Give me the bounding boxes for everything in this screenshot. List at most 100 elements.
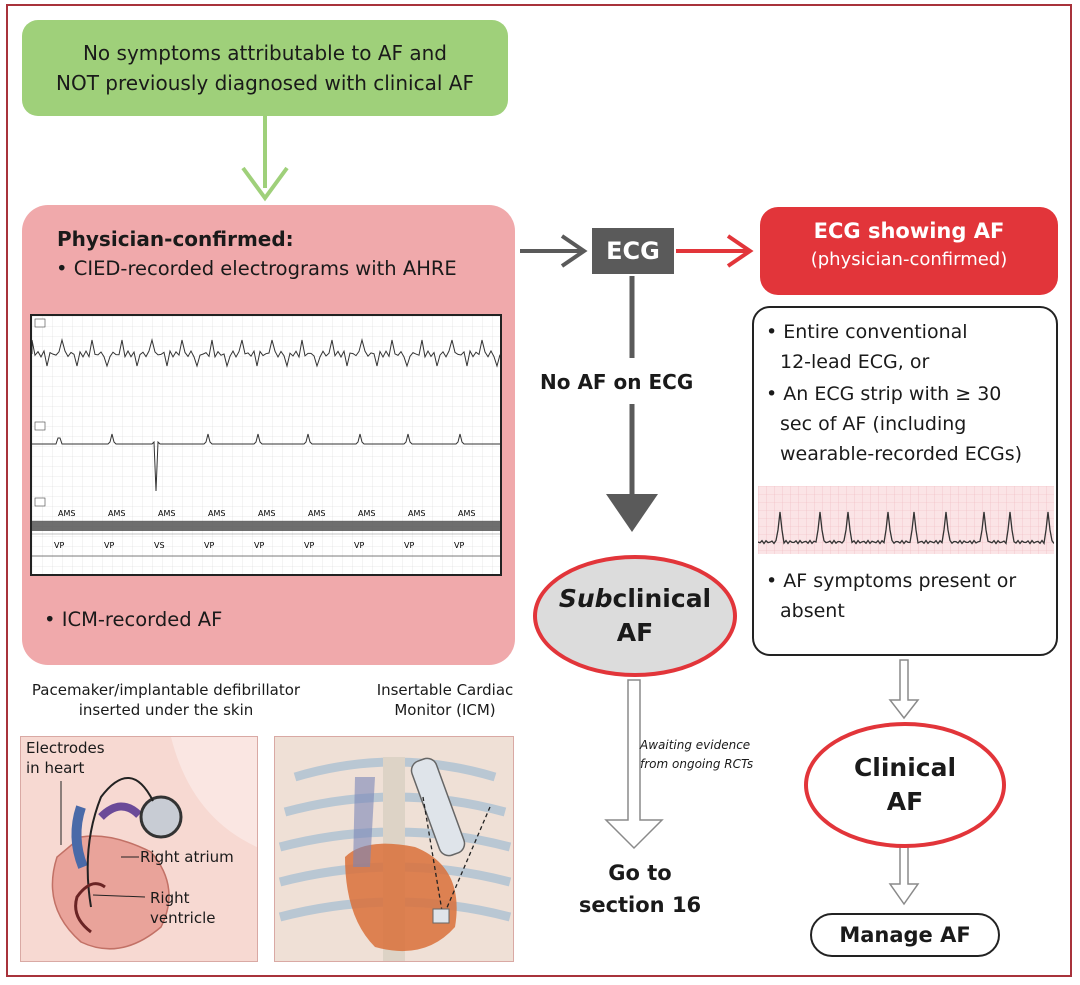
pacemaker-caption: Pacemaker/implantable defibrillator inse… xyxy=(20,680,312,720)
pacemaker-caption-line2: inserted under the skin xyxy=(78,701,254,719)
egm-event-label: VP xyxy=(404,541,414,550)
subclinical-rest: clinical xyxy=(612,584,712,613)
subclinical-line2: AF xyxy=(616,618,654,647)
pacemaker-caption-line1: Pacemaker/implantable defibrillator xyxy=(31,681,301,699)
outer-frame xyxy=(6,4,1072,977)
egm-channel-marker xyxy=(34,318,46,328)
right-ventricle-pointer xyxy=(92,894,146,898)
ecg-showing-af-title: ECG showing AF xyxy=(813,219,1005,243)
lead-wire-icon xyxy=(86,777,154,908)
right-ventricle-line1: Right xyxy=(150,889,190,907)
criteria-bullet1-line1: • Entire conventional xyxy=(766,321,968,343)
egm-marker-label: AMS xyxy=(408,509,425,518)
subclinical-line1: Subclinical xyxy=(559,582,711,616)
egm-marker-label: AMS xyxy=(458,509,475,518)
physician-confirmed-title: Physician-confirmed: xyxy=(57,227,294,251)
clinical-line1: Clinical xyxy=(853,753,957,782)
egm-event-label: VP xyxy=(204,541,214,550)
goto-line1: Go to xyxy=(608,861,672,885)
heart-icon xyxy=(345,843,457,952)
egm-event-label: VP xyxy=(454,541,464,550)
electrodes-line1: Electrodes xyxy=(26,739,105,757)
awaiting-evidence-note: Awaiting evidence from ongoing RCTs xyxy=(640,736,753,774)
criteria-bullet1-line2: 12-lead ECG, or xyxy=(780,351,930,373)
manage-af-label: Manage AF xyxy=(839,923,971,947)
egm-event-label: VP xyxy=(254,541,264,550)
vessel-icon xyxy=(98,802,142,820)
no-symptoms-line2: NOT previously diagnosed with clinical A… xyxy=(56,71,474,95)
criteria-box xyxy=(752,306,1058,656)
ecg-node: ECG xyxy=(592,228,674,274)
ecg-showing-af-box: ECG showing AF (physician-confirmed) xyxy=(760,207,1058,295)
electrodes-line2: in heart xyxy=(26,759,85,777)
icm-illustration-svg xyxy=(275,737,513,961)
right-atrium-label: Right atrium xyxy=(140,848,234,866)
subclinical-prefix: Sub xyxy=(558,584,613,613)
egm-marker-label: AMS xyxy=(58,509,75,518)
hollow-arrow-to-section xyxy=(604,679,664,850)
clinical-line2: AF xyxy=(886,787,924,816)
icm-caption-line2: Monitor (ICM) xyxy=(394,701,496,719)
clinical-af-oval: Clinical AF xyxy=(804,722,1006,848)
icm-pointer xyxy=(422,796,444,918)
cied-bullet: • CIED-recorded electrograms with AHRE xyxy=(56,257,457,280)
egm-event-label: VS xyxy=(154,541,165,550)
egm-marker-label: AMS xyxy=(108,509,125,518)
hollow-arrow-to-clinical xyxy=(888,659,920,720)
egm-channel-marker xyxy=(34,421,46,431)
icm-caption-line1: Insertable Cardiac xyxy=(376,681,514,699)
no-af-on-ecg-label: No AF on ECG xyxy=(538,370,696,394)
ventricle-icon xyxy=(74,882,106,934)
ecg-showing-af-subtitle: (physician-confirmed) xyxy=(810,249,1008,270)
no-symptoms-box: No symptoms attributable to AF and NOT p… xyxy=(22,20,508,116)
green-arrow-head xyxy=(241,166,289,202)
subclinical-af-oval: Subclinical AF xyxy=(533,555,737,677)
criteria-bullet2-line1: • An ECG strip with ≥ 30 xyxy=(766,383,1002,405)
egm-marker-label: AMS xyxy=(208,509,225,518)
awaiting-line1: Awaiting evidence xyxy=(640,738,751,752)
goto-line2: section 16 xyxy=(578,893,702,917)
criteria-bullet2-line3: wearable-recorded ECGs) xyxy=(780,443,1022,465)
egm-marker-label: AMS xyxy=(158,509,175,518)
egm-marker-label: AMS xyxy=(258,509,275,518)
icm-caption: Insertable Cardiac Monitor (ICM) xyxy=(360,680,530,720)
pacemaker-illustration-svg xyxy=(21,737,257,961)
criteria-bullet3-line2: absent xyxy=(780,600,845,622)
icm-closeup-icon xyxy=(432,908,450,924)
egm-channel-marker xyxy=(34,497,46,507)
egm-event-label: VP xyxy=(354,541,364,550)
marker-channel-band xyxy=(32,521,500,531)
vein-icon xyxy=(71,805,88,869)
grey-down-arrow-head xyxy=(606,494,658,532)
egm-event-label: VP xyxy=(54,541,64,550)
manage-af-box: Manage AF xyxy=(810,913,1000,957)
ecg-strip-svg xyxy=(757,486,1055,554)
pacemaker-icon xyxy=(139,795,183,839)
right-ventricle-line2: ventricle xyxy=(150,909,216,927)
egm-marker-label: AMS xyxy=(308,509,325,518)
atrial-egm-trace xyxy=(31,338,501,368)
vessel-icon xyxy=(353,777,375,867)
go-to-section-label: Go to section 16 xyxy=(560,857,720,921)
ecg-strip-trace xyxy=(757,511,1055,546)
egm-event-label: VP xyxy=(104,541,114,550)
no-symptoms-line1: No symptoms attributable to AF and xyxy=(82,41,448,65)
criteria-bullet2-line2: sec of AF (including xyxy=(780,413,967,435)
electrodes-label: Electrodes in heart xyxy=(26,738,105,778)
icm-bullet: • ICM-recorded AF xyxy=(44,608,223,631)
grey-arrow-to-ecg-head xyxy=(560,234,588,268)
red-arrow-head xyxy=(726,234,754,268)
pacemaker-illustration xyxy=(20,736,258,962)
right-ventricle-label: Right ventricle xyxy=(150,888,215,928)
ventricular-egm-trace xyxy=(32,433,500,492)
ecg-strip xyxy=(757,486,1055,554)
awaiting-line2: from ongoing RCTs xyxy=(640,757,754,771)
criteria-bullet3-line1: • AF symptoms present or xyxy=(766,570,1017,592)
icm-illustration xyxy=(274,736,514,962)
egm-event-label: VP xyxy=(304,541,314,550)
icm-pointer xyxy=(442,806,491,918)
